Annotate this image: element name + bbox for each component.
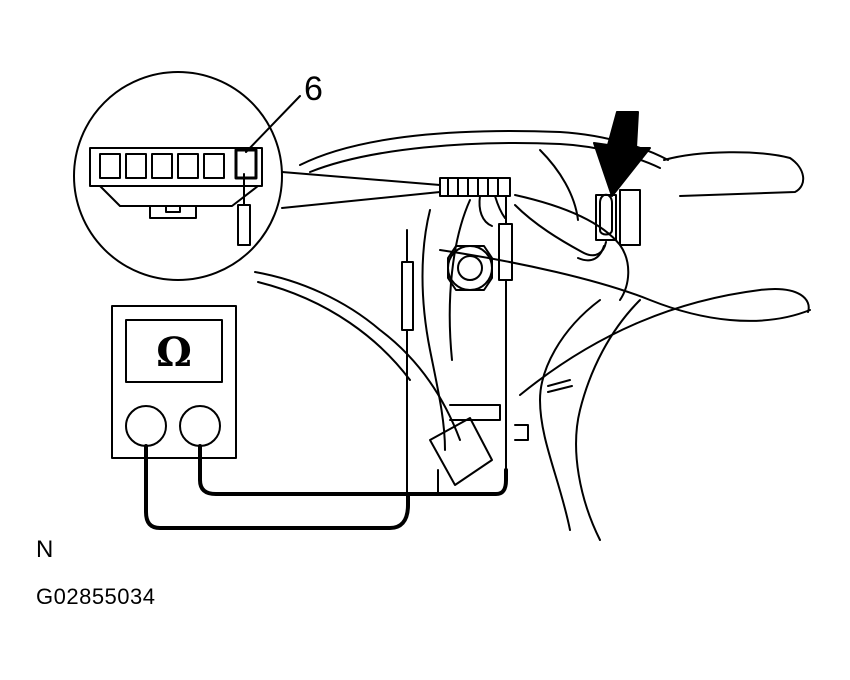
center-nut xyxy=(447,245,493,291)
meter-leads xyxy=(144,444,508,530)
bulb-socket xyxy=(514,189,641,262)
steering-connector xyxy=(439,177,511,227)
ohm-symbol: Ω xyxy=(156,329,192,376)
arrow-down-icon xyxy=(593,111,651,197)
orientation-mark: N xyxy=(36,536,54,563)
ohmmeter xyxy=(111,305,237,459)
connector-detail-circle xyxy=(73,71,441,281)
test-probe-right xyxy=(498,195,513,471)
test-probe-left xyxy=(401,229,414,506)
dashboard-outline xyxy=(254,129,811,541)
callout-number: 6 xyxy=(304,70,323,108)
figure-id: G02855034 xyxy=(36,584,156,609)
